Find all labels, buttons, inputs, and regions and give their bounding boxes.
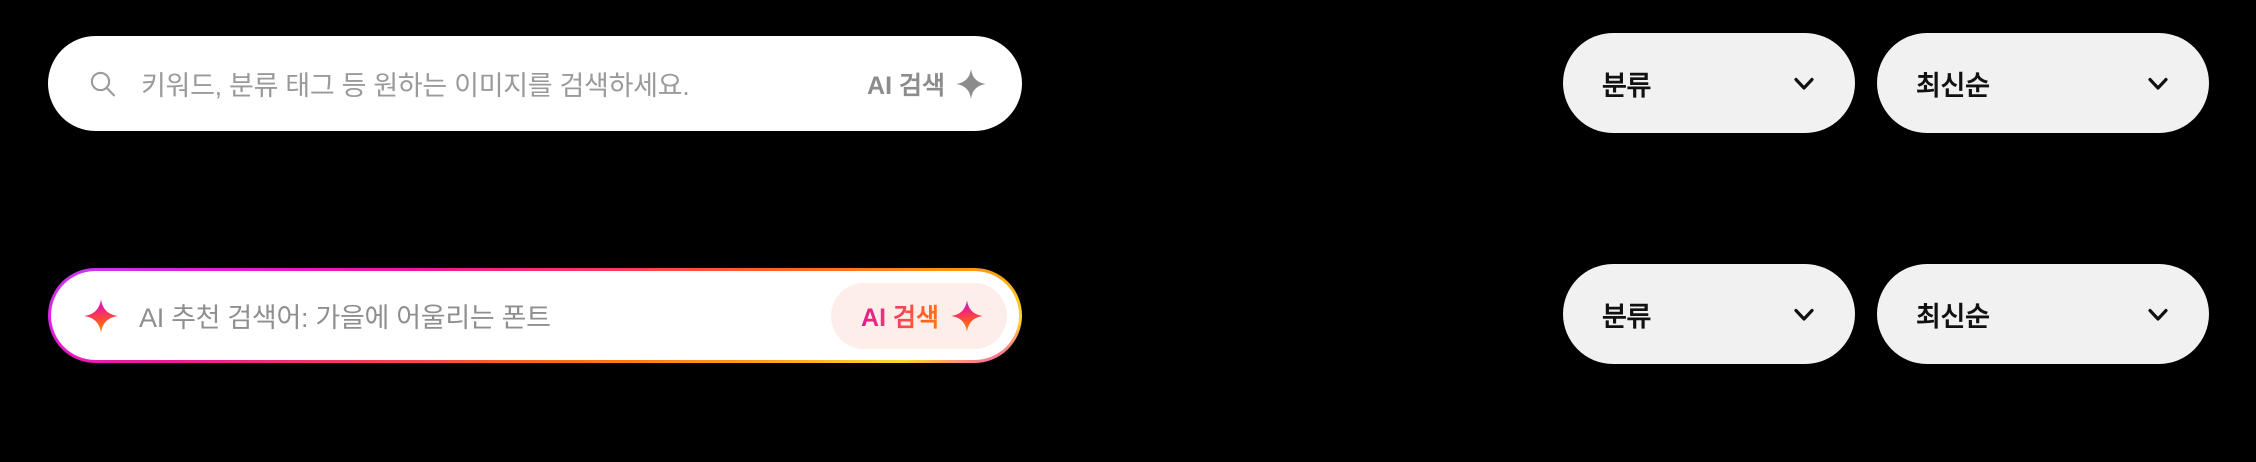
filter-dropdown-category[interactable]: 분류: [1563, 33, 1855, 133]
filter-label-sort: 최신순: [1916, 70, 1990, 101]
ai-search-label: AI 검색: [867, 71, 945, 100]
search-row-default: 키워드, 분류 태그 등 원하는 이미지를 검색하세요. AI 검색 분류 최신…: [48, 33, 2209, 133]
filter-dropdown-category[interactable]: 분류: [1563, 264, 1855, 364]
sparkle-icon: [951, 299, 983, 332]
ai-search-label: AI 검색: [861, 298, 939, 334]
search-input-placeholder[interactable]: 키워드, 분류 태그 등 원하는 이미지를 검색하세요.: [141, 71, 690, 101]
search-icon: [88, 69, 118, 99]
ai-search-bar[interactable]: AI 추천 검색어: 가을에 어울리는 폰트 AI 검색: [51, 271, 1019, 360]
chevron-down-icon: [1789, 68, 1819, 98]
chevron-down-icon: [2143, 68, 2173, 98]
filter-label-category: 분류: [1602, 70, 1652, 101]
filter-label-sort: 최신순: [1916, 301, 1990, 332]
sparkle-icon: [84, 298, 118, 333]
ai-suggestion-text[interactable]: AI 추천 검색어: 가을에 어울리는 폰트: [139, 303, 551, 333]
filter-dropdown-sort[interactable]: 최신순: [1877, 264, 2209, 364]
ai-search-button[interactable]: AI 검색: [831, 282, 1007, 349]
filter-label-category: 분류: [1602, 301, 1652, 332]
sparkle-icon: [956, 68, 986, 99]
filter-dropdown-sort[interactable]: 최신순: [1877, 33, 2209, 133]
search-bar[interactable]: 키워드, 분류 태그 등 원하는 이미지를 검색하세요. AI 검색: [48, 36, 1022, 131]
chevron-down-icon: [2143, 299, 2173, 329]
ai-search-bar-gradient-border: AI 추천 검색어: 가을에 어울리는 폰트 AI 검색: [48, 268, 1022, 363]
search-row-ai-suggestion: AI 추천 검색어: 가을에 어울리는 폰트 AI 검색: [0, 231, 2256, 462]
ai-search-button[interactable]: AI 검색: [867, 66, 996, 102]
chevron-down-icon: [1789, 299, 1819, 329]
